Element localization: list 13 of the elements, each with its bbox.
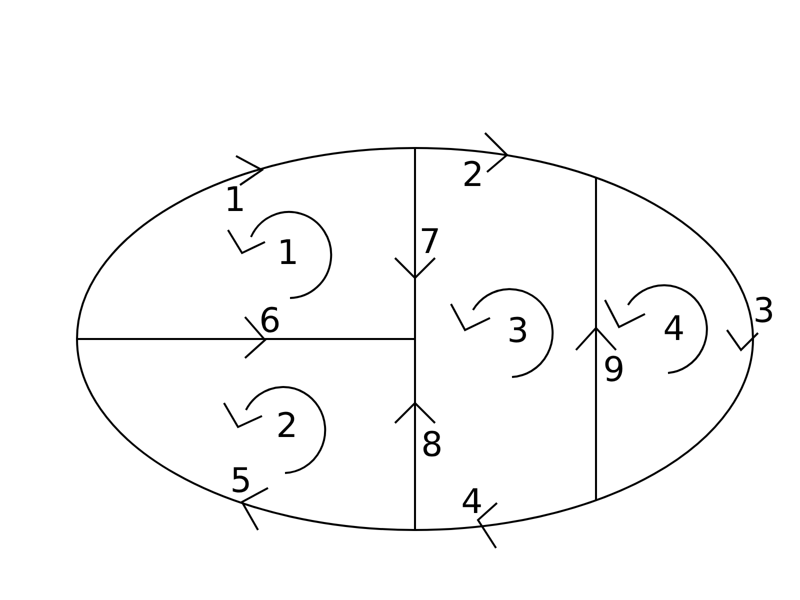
number-label: 2 <box>462 158 484 192</box>
number-label: 4 <box>663 312 685 346</box>
number-label: 2 <box>276 409 298 443</box>
number-label: 3 <box>507 314 529 348</box>
number-label: 8 <box>421 428 443 462</box>
number-label: 3 <box>753 294 775 328</box>
number-label: 1 <box>277 236 299 270</box>
number-label: 7 <box>419 225 441 259</box>
number-label: 6 <box>259 304 281 338</box>
number-label: 4 <box>461 485 483 519</box>
number-label: 5 <box>230 464 252 498</box>
number-label: 9 <box>603 353 625 387</box>
number-label: 1 <box>224 183 246 217</box>
